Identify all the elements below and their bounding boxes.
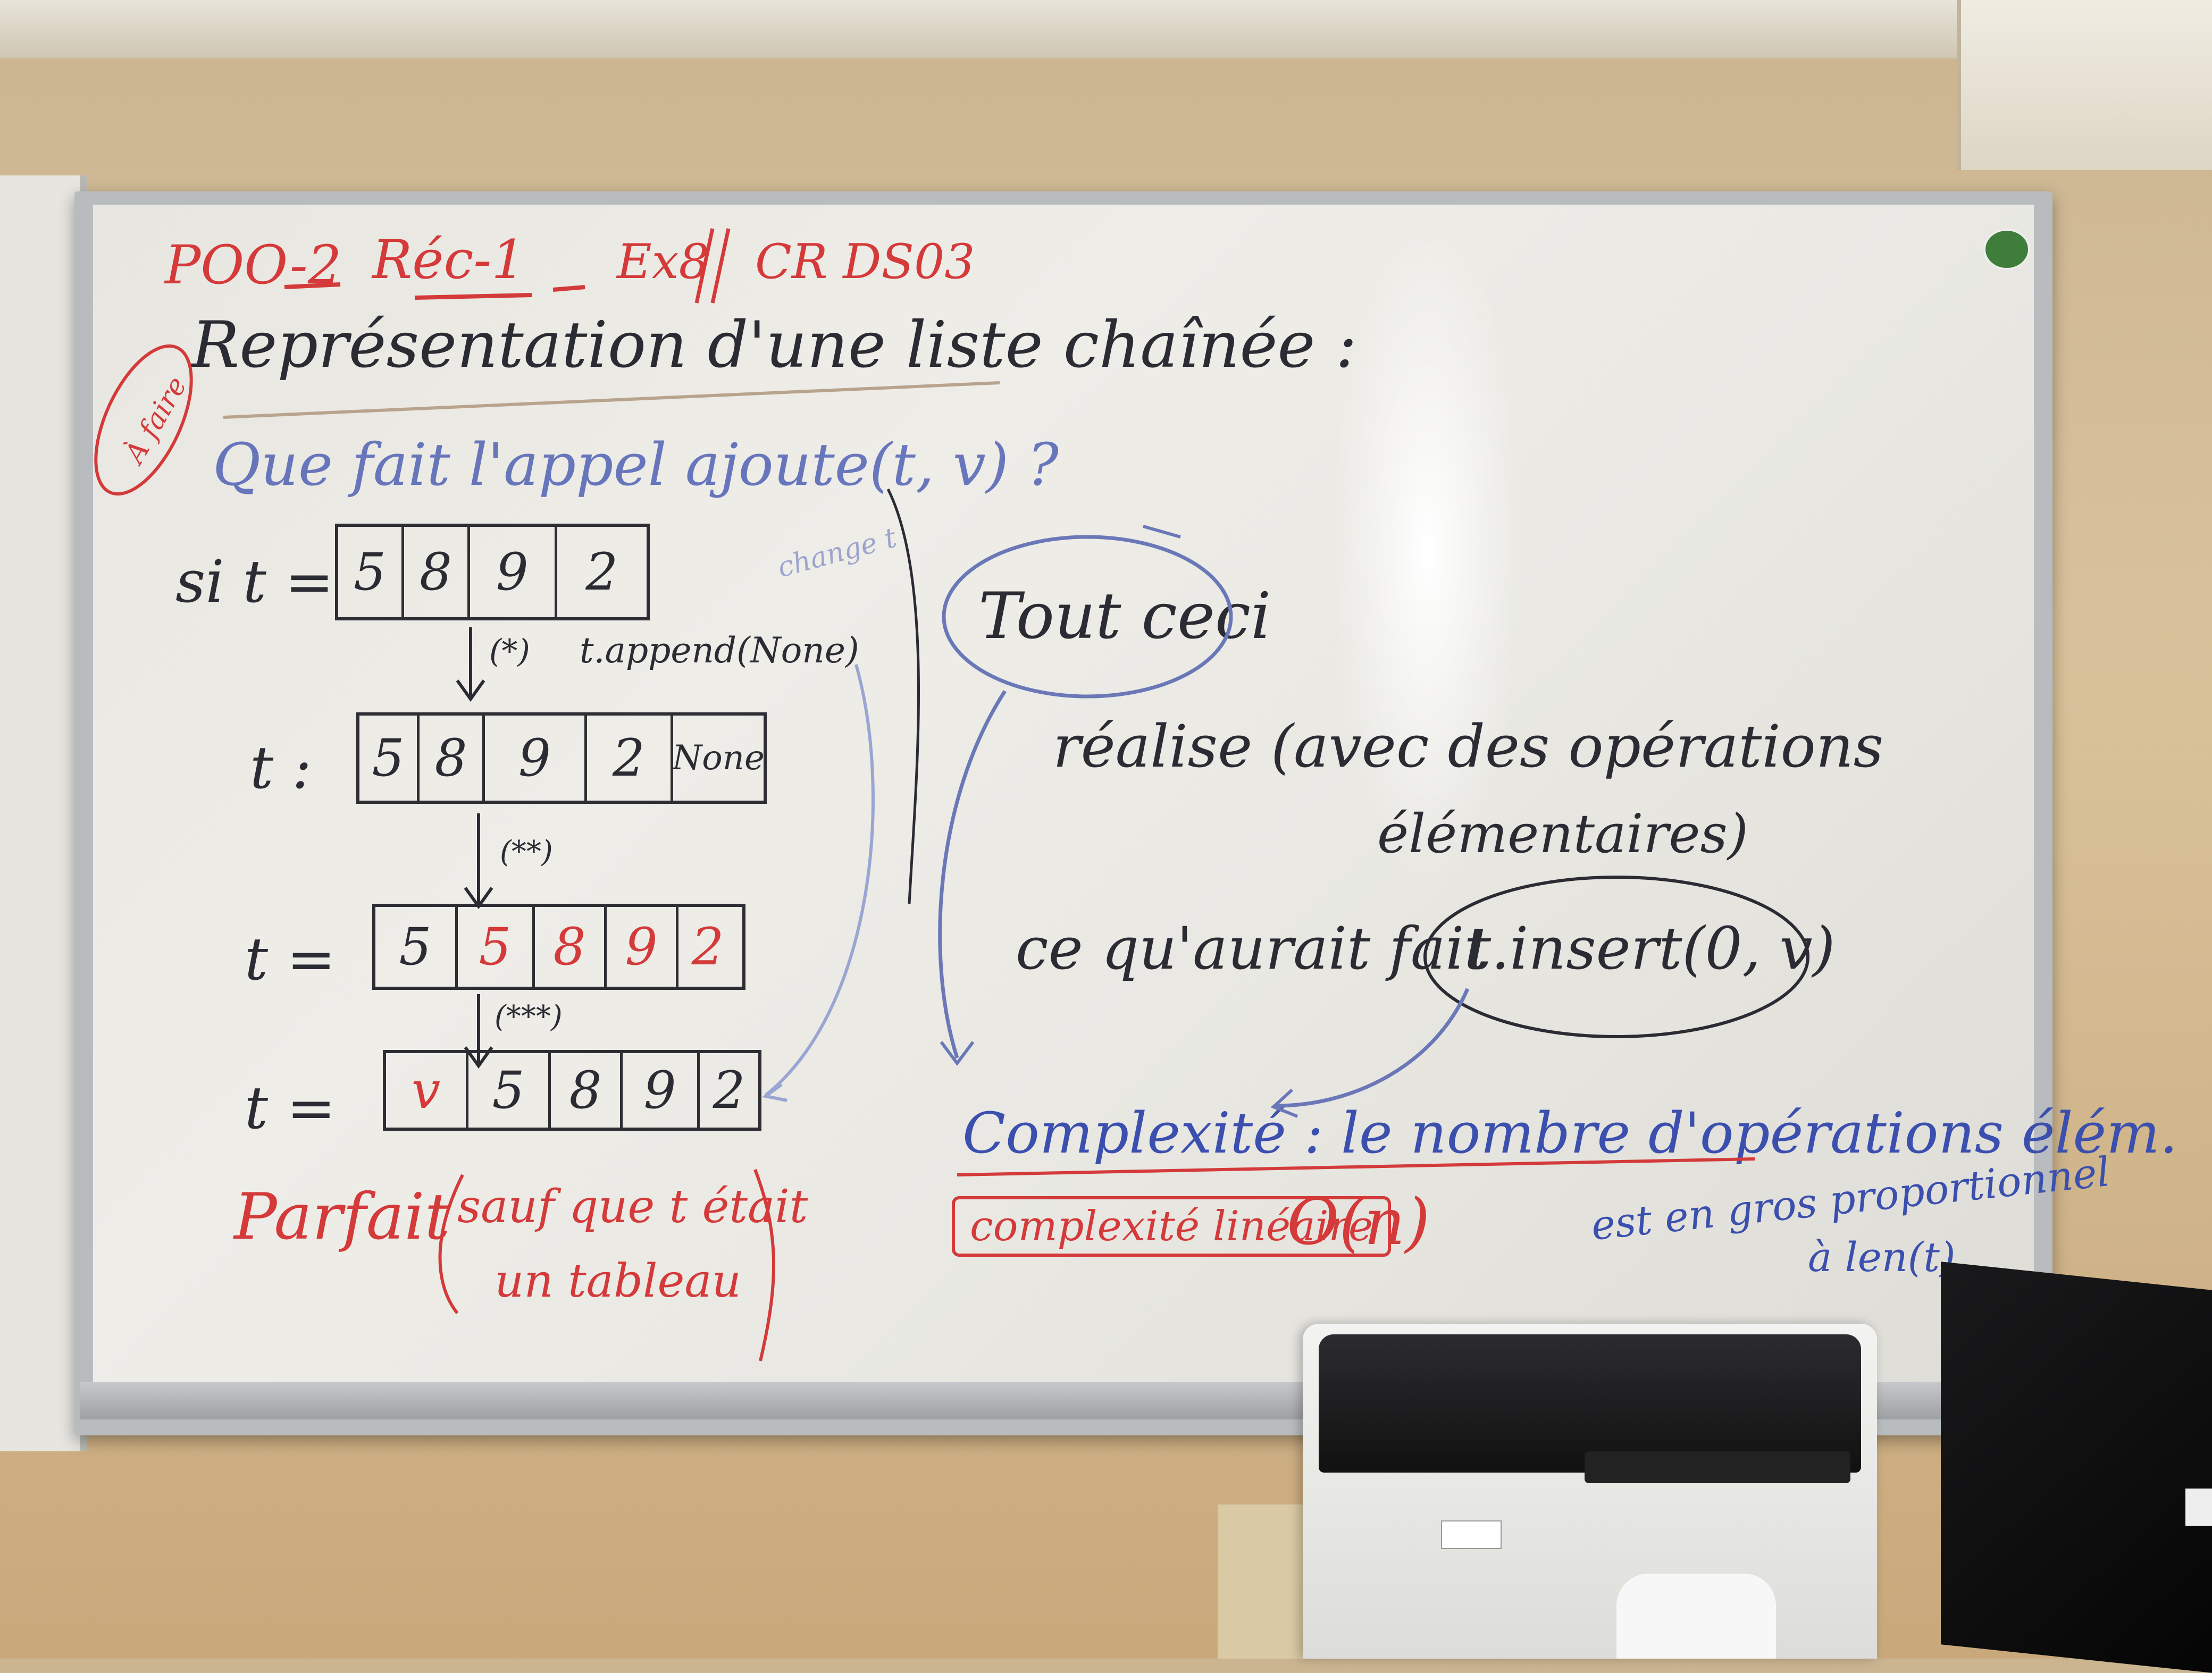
whiteboard (93, 205, 2034, 1414)
array-row-1: 5 8 9 2 (335, 524, 650, 620)
header-rec: Réc-1 (372, 229, 525, 291)
paper-sheet (1616, 1574, 1776, 1659)
array-row-3: 5 5 8 9 2 (372, 904, 745, 990)
verdict-note-2: un tableau (495, 1255, 742, 1308)
array-cell: 2 (691, 917, 724, 977)
array-cell: 8 (420, 716, 485, 801)
verdict-text: Parfait (234, 1180, 450, 1254)
array-label-3: t = (245, 925, 336, 993)
step3-marker: (***) (495, 999, 563, 1034)
array-cell: 5 (359, 716, 420, 801)
step1-code: t.append(None) (580, 630, 859, 671)
printer-output-tray (1319, 1334, 1861, 1473)
array-cell: 8 (404, 527, 470, 617)
big-o-label: O(n) (1287, 1186, 1430, 1259)
computer-monitor (1941, 1262, 2212, 1673)
array-cell: None (672, 738, 765, 778)
header-cr: CR DS03 (755, 234, 975, 290)
board-heading: Représentation d'une liste chaînée : (191, 308, 1358, 382)
right-line-3: ce qu'aurait fait (1016, 914, 1488, 982)
array-label-4: t = (245, 1074, 336, 1142)
array-cell: 2 (587, 716, 673, 801)
header-ex: Ex8 (617, 234, 709, 290)
verdict-note-1: sauf que t était (457, 1180, 808, 1233)
complexity-box: complexité linéaire (952, 1196, 1392, 1257)
wall-panel (1957, 0, 2212, 170)
monitor-sticker (2185, 1489, 2212, 1526)
array-cell: 2 (713, 1061, 745, 1120)
printer-barcode-label (1441, 1520, 1502, 1549)
question-text: Que fait l'appel ajoute(t, v) ? (213, 431, 1059, 499)
array-cell: 5 (375, 907, 458, 987)
board-brand-logo (1983, 229, 2030, 270)
printer-control-panel (1585, 1451, 1850, 1483)
array-cell: 5 (458, 907, 535, 987)
array-label-2: t : (250, 734, 312, 802)
array-cell: 9 (470, 527, 557, 617)
complexity-line: Complexité : le nombre d'opérations élém… (962, 1100, 2178, 1166)
insert-code: t.insert(0, v) (1468, 914, 1836, 982)
array-cell: 8 (535, 907, 607, 987)
right-line-1: réalise (avec des opérations (1053, 712, 1884, 780)
array-cell: 9 (607, 907, 678, 987)
ceiling-trim (0, 0, 2212, 58)
array-cell: 9 (623, 1053, 700, 1128)
array-cell: 5 (338, 527, 404, 617)
array-cell: 8 (551, 1053, 623, 1128)
complexity-tail-2: à len(t) (1808, 1233, 1956, 1281)
array-cell: 9 (485, 716, 587, 801)
array-label-1: si t = (175, 548, 334, 616)
step2-marker: (**) (500, 835, 553, 869)
step1-marker: (*) (489, 633, 530, 670)
array-cell: 2 (585, 542, 618, 602)
array-row-2: 5 8 9 2 None (356, 712, 767, 804)
array-cell: 5 (468, 1053, 551, 1128)
array-cell: v (386, 1053, 468, 1128)
array-row-4: v 5 8 9 2 (383, 1050, 761, 1131)
right-line-2: élémentaires) (1377, 803, 1748, 865)
